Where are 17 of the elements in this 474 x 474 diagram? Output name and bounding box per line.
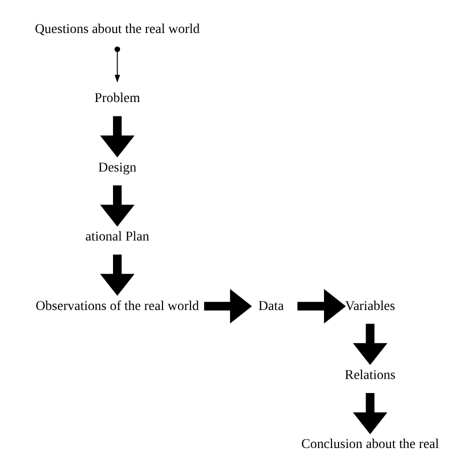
node-text: Questions about the real world	[34, 20, 200, 36]
node-text: Relations	[344, 366, 396, 382]
arrow	[204, 288, 252, 324]
arrow	[297, 288, 346, 324]
arrow	[352, 324, 388, 366]
arrow	[100, 116, 135, 158]
arrow	[100, 254, 135, 296]
arrow	[114, 46, 120, 83]
node-text: Data	[258, 298, 284, 313]
node-text: Problem	[94, 90, 140, 106]
node-text: Conclusion about the real	[301, 436, 439, 452]
node-text: Observations of the real world	[36, 298, 200, 313]
node-text: Design	[98, 159, 136, 174]
node-text: ational Plan	[85, 228, 150, 244]
arrow	[352, 393, 388, 434]
arrow	[100, 185, 135, 227]
node-text: Variables	[345, 298, 396, 313]
